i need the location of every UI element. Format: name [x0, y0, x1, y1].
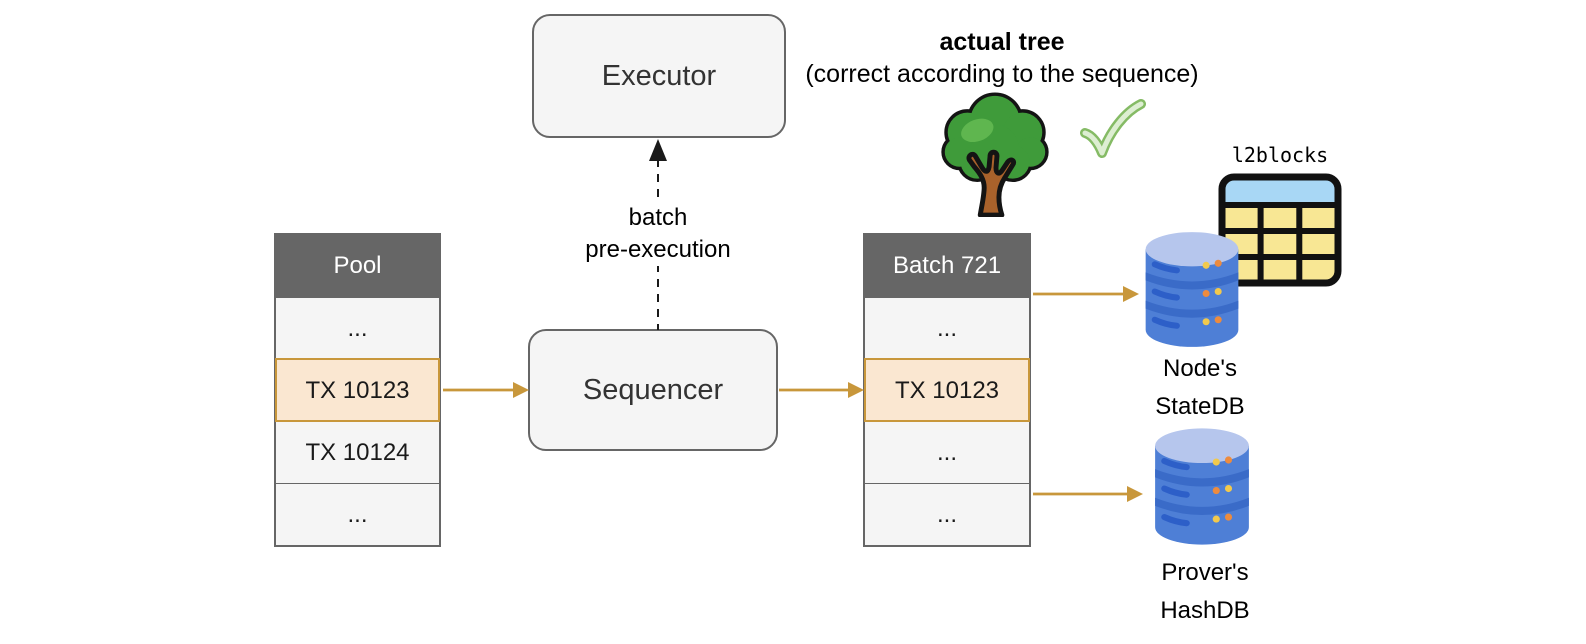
table-row: ...	[865, 421, 1029, 483]
arrow-batch-to-statedb	[1033, 286, 1139, 302]
pre-execution-label-line1: batch	[628, 204, 688, 231]
executor-label: Executor	[601, 59, 717, 92]
table-row: TX 10124	[276, 421, 439, 483]
pre-execution-arrow	[649, 139, 667, 330]
hashdb-label-line1: Prover's	[1161, 559, 1249, 586]
table-row: ...	[865, 297, 1029, 359]
table-row: ...	[276, 483, 439, 545]
checkmark-icon	[1080, 99, 1146, 158]
pool-table-header: Pool	[276, 235, 439, 297]
sequencer-label: Sequencer	[582, 373, 724, 406]
statedb-label-line1: Node's	[1163, 355, 1237, 382]
pre-execution-label-line2: pre-execution	[585, 236, 731, 263]
table-row-highlighted: TX 10123	[275, 358, 440, 422]
arrow-sequencer-to-batch	[779, 382, 864, 398]
arrow-batch-to-hashdb	[1033, 486, 1143, 502]
tree-icon	[941, 92, 1049, 217]
database-cylinder-icon	[1149, 419, 1255, 554]
database-cylinder-icon	[1139, 223, 1245, 356]
table-grid-icon	[1218, 173, 1342, 287]
table-row: ...	[865, 483, 1029, 545]
statedb-label: Node's StateDB	[1120, 350, 1280, 426]
batch-table: Batch 721 ... TX 10123 ... ...	[863, 233, 1031, 547]
executor-box: Executor	[532, 14, 786, 138]
tree-note-subtitle: (correct according to the sequence)	[805, 60, 1199, 88]
hashdb-label-line2: HashDB	[1160, 597, 1250, 624]
batch-table-header: Batch 721	[865, 235, 1029, 297]
l2blocks-label: l2blocks	[1231, 143, 1329, 167]
table-row: ...	[276, 297, 439, 359]
hashdb-label: Prover's HashDB	[1125, 554, 1285, 630]
pre-execution-label: batch pre-execution	[568, 202, 748, 266]
statedb-label-line2: StateDB	[1155, 393, 1245, 420]
tree-note: actual tree (correct according to the se…	[762, 26, 1242, 90]
sequencer-box: Sequencer	[528, 329, 778, 451]
table-row-highlighted: TX 10123	[864, 358, 1030, 422]
arrow-pool-to-sequencer	[443, 382, 529, 398]
tree-note-title: actual tree	[939, 28, 1065, 56]
pool-table: Pool ... TX 10123 TX 10124 ...	[274, 233, 441, 547]
